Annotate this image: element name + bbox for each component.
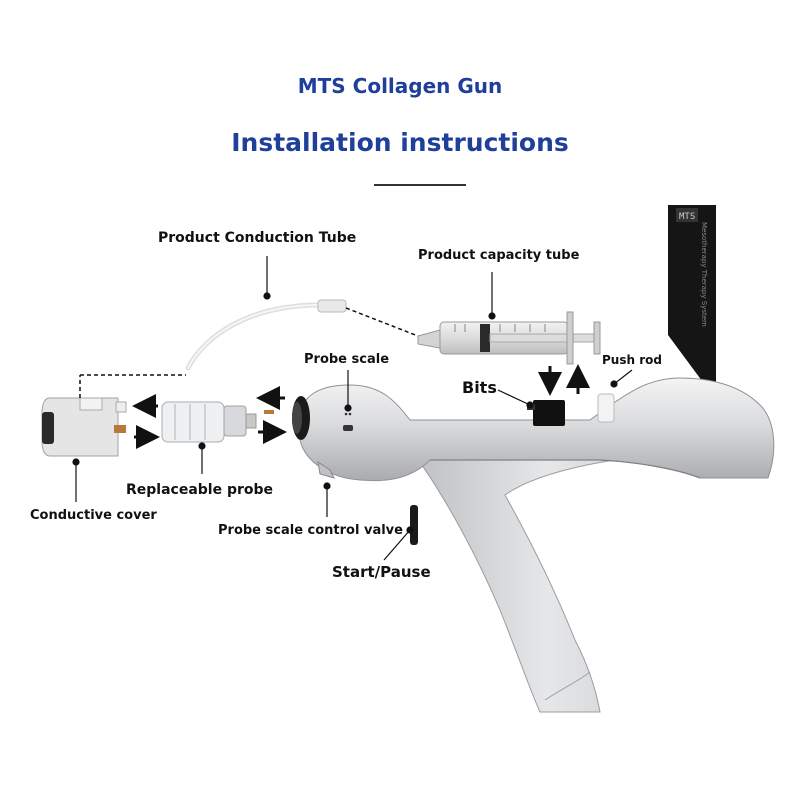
label-probe-scale-control-valve: Probe scale control valve bbox=[218, 523, 403, 538]
label-start-pause: Start/Pause bbox=[332, 563, 431, 581]
page-title: MTS Collagen Gun bbox=[297, 74, 503, 98]
title-divider bbox=[374, 184, 466, 186]
start-pause-button bbox=[410, 505, 418, 545]
bits-block bbox=[533, 400, 565, 426]
label-bits: Bits bbox=[462, 378, 497, 397]
gun-barrel bbox=[299, 377, 775, 482]
conductive-cover bbox=[41, 374, 186, 457]
probe-scale-window bbox=[343, 425, 353, 431]
label-conductive-cover: Conductive cover bbox=[30, 508, 157, 523]
gun-grip bbox=[393, 427, 701, 713]
device-tagline: Mesotherapy Therapy System bbox=[700, 222, 708, 327]
label-probe-scale: Probe scale bbox=[304, 352, 390, 367]
label-replaceable-probe: Replaceable probe bbox=[126, 482, 274, 498]
label-product-conduction-tube: Product Conduction Tube bbox=[158, 230, 357, 246]
brand-tag-text: MTS bbox=[679, 212, 695, 222]
replaceable-probe bbox=[161, 401, 274, 443]
label-product-capacity-tube: Product capacity tube bbox=[418, 248, 580, 263]
brand-tag bbox=[676, 208, 698, 222]
leader-lines bbox=[72, 256, 633, 561]
label-push-rod: Push rod bbox=[602, 353, 662, 367]
product-conduction-tube bbox=[185, 299, 419, 371]
power-cable: MTS Mesotherapy Therapy System bbox=[668, 205, 716, 385]
product-capacity-tube-syringe bbox=[417, 311, 601, 365]
probe-scale-control-valve bbox=[317, 460, 335, 479]
push-rod bbox=[597, 393, 615, 423]
direction-arrows bbox=[132, 364, 590, 449]
page-subtitle: Installation instructions bbox=[231, 128, 569, 157]
collagen-gun bbox=[292, 377, 775, 713]
